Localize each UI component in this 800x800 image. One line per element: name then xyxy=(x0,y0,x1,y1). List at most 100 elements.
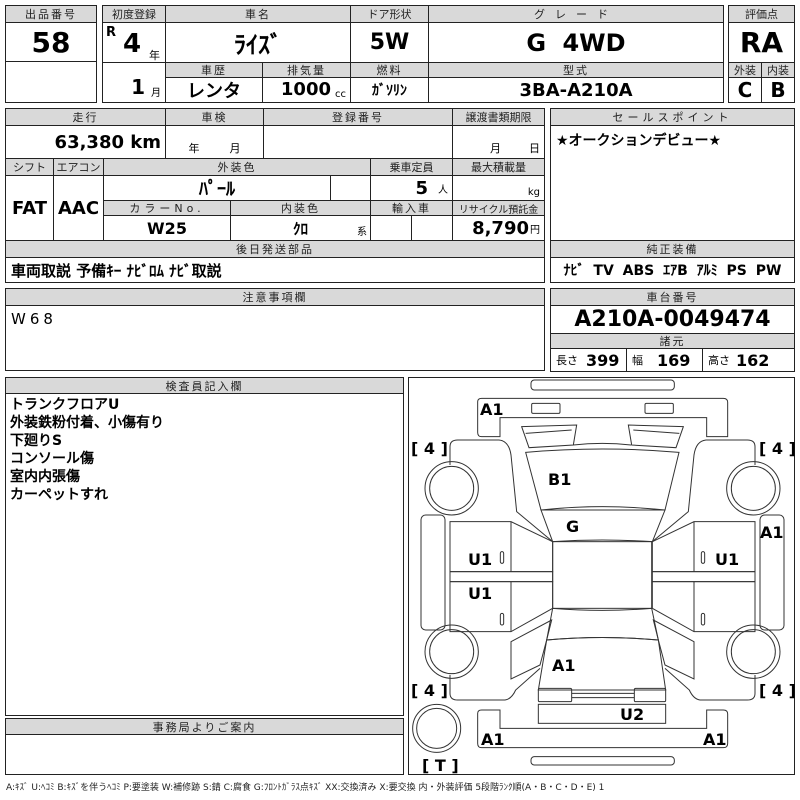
sales-point-label: セールスポイント xyxy=(550,108,795,126)
specs-label: 諸元 xyxy=(550,333,795,349)
office-label: 事務局よりご案内 xyxy=(5,718,404,735)
recycle-label: リサイクル預託金 xyxy=(452,200,545,216)
lot-blank xyxy=(5,61,97,103)
tire-rear-left: [ 4 ] xyxy=(411,681,448,700)
inspection-label: 車検 xyxy=(165,108,264,126)
inspection-month-unit: 月 xyxy=(229,142,241,155)
capacity-unit: 人 xyxy=(438,184,448,196)
door-type: 5W xyxy=(350,22,429,63)
tire-front-left: [ 4 ] xyxy=(411,439,448,458)
notes-label: 注意事項欄 xyxy=(5,288,545,306)
car-name-label: 車名 xyxy=(165,5,351,23)
fuel: ｶﾞｿﾘﾝ xyxy=(350,77,429,103)
inspection-year-unit: 年 xyxy=(188,142,200,155)
mark-windshield: G xyxy=(566,517,580,536)
ac-label: エアコン xyxy=(53,158,104,176)
ext-grade-label: 外装 xyxy=(728,62,762,78)
color-no-label: カラーNo. xyxy=(103,200,231,216)
transfer-label: 譲渡書類期限 xyxy=(452,108,545,126)
lot-number: 58 xyxy=(5,22,97,62)
mark-right-front-fender: A1 xyxy=(760,523,784,542)
height-cell: 高さ 162 xyxy=(702,348,795,372)
model-label: 型式 xyxy=(428,62,724,78)
height: 162 xyxy=(736,350,770,370)
first-reg-year-cell: R 4 年 xyxy=(102,22,166,63)
first-reg-month-cell: 1 月 xyxy=(102,62,166,103)
lot-label: 出品番号 xyxy=(5,5,97,23)
ext-grade: C xyxy=(728,77,762,103)
width-label: 幅 xyxy=(632,354,643,367)
office-notes xyxy=(5,734,404,775)
int-color-cell: ｸﾛ 系 xyxy=(230,215,371,241)
inspector-line: カーペットすれ xyxy=(10,487,108,503)
year-unit: 年 xyxy=(149,49,160,62)
mileage-label: 走行 xyxy=(5,108,166,126)
displacement-unit: cc xyxy=(335,89,346,100)
mark-front-bumper: A1 xyxy=(480,400,504,419)
height-label: 高さ xyxy=(708,354,730,367)
sales-point: ★オークションデビュー★ xyxy=(550,125,795,241)
inspector-line: 室内内張傷 xyxy=(10,469,80,485)
reg-month: 1 xyxy=(131,75,145,99)
displacement-label: 排気量 xyxy=(262,62,351,78)
score: RA xyxy=(728,22,795,63)
mark-left-front-door: U1 xyxy=(468,550,493,569)
max-load: kg xyxy=(452,175,545,201)
displacement: 1000 xyxy=(280,79,331,100)
door-label: ドア形状 xyxy=(350,5,429,23)
mark-right-front-door: U1 xyxy=(715,550,740,569)
inspector-line: 外装鉄粉付着、小傷有り xyxy=(10,415,164,431)
reg-no-label: 登録番号 xyxy=(263,108,453,126)
tire-front-right: [ 4 ] xyxy=(759,439,796,458)
max-load-label: 最大積載量 xyxy=(452,158,545,176)
model-code: 3BA-A210A xyxy=(428,77,724,103)
ext-color-label: 外装色 xyxy=(103,158,371,176)
later-parts: 車両取説 予備ｷｰ ﾅﾋﾞﾛﾑ ﾅﾋﾞ取説 xyxy=(5,257,545,283)
import-2 xyxy=(411,215,453,241)
car-name: ﾗｲｽﾞ xyxy=(165,22,351,63)
chassis-label: 車台番号 xyxy=(550,288,795,306)
mark-rear-bumper-right: A1 xyxy=(703,730,727,749)
transfer-day-unit: 日 xyxy=(529,142,540,155)
inspector-label: 検査員記入欄 xyxy=(5,377,404,394)
capacity: 5 xyxy=(415,177,428,199)
capacity-label: 乗車定員 xyxy=(370,158,453,176)
chassis-number: A210A-0049474 xyxy=(550,305,795,334)
first-reg-label: 初度登録 xyxy=(102,5,166,23)
inspection-date: 年月 xyxy=(165,125,264,159)
transfer-date: 月日 xyxy=(452,125,545,159)
inspector-notes: トランクフロアU 外装鉄粉付着、小傷有り 下廻りS コンソール傷 室内内張傷 カ… xyxy=(5,393,404,716)
later-parts-label: 後日発送部品 xyxy=(5,240,545,258)
fuel-label: 燃料 xyxy=(350,62,429,78)
mark-hood: B1 xyxy=(548,470,572,489)
color-no: W25 xyxy=(103,215,231,241)
mark-rear-bumper-left: A1 xyxy=(481,730,505,749)
era: R xyxy=(106,25,117,40)
length: 399 xyxy=(586,350,620,370)
mark-left-rear-door: U1 xyxy=(468,584,493,603)
mark-trunk: A1 xyxy=(552,656,576,675)
int-color-unit: 系 xyxy=(357,227,367,238)
damage-diagram: A1 B1 G A1 U1 U1 U1 A1 U2 A1 A1 [ 4 ] [ … xyxy=(408,377,796,775)
import-label: 輸入車 xyxy=(370,200,453,216)
int-grade-label: 内装 xyxy=(761,62,795,78)
recycle-fee: 8,790 xyxy=(472,217,529,239)
shift: FAT xyxy=(5,175,54,241)
int-grade: B xyxy=(761,77,795,103)
mark-rear-panel: U2 xyxy=(620,705,645,724)
grade-label: グレード xyxy=(428,5,724,23)
inspector-line: 下廻りS xyxy=(10,433,63,449)
import-1 xyxy=(370,215,412,241)
displacement-cell: 1000 cc xyxy=(262,77,351,103)
int-color-label: 内装色 xyxy=(230,200,371,216)
tire-rear-right: [ 4 ] xyxy=(759,681,796,700)
month-unit: 月 xyxy=(151,88,161,99)
int-color: ｸﾛ xyxy=(292,219,308,238)
notes: W68 xyxy=(5,305,545,371)
inspector-line: コンソール傷 xyxy=(10,451,94,467)
reg-year: 4 xyxy=(123,29,142,59)
reg-no xyxy=(263,125,453,159)
